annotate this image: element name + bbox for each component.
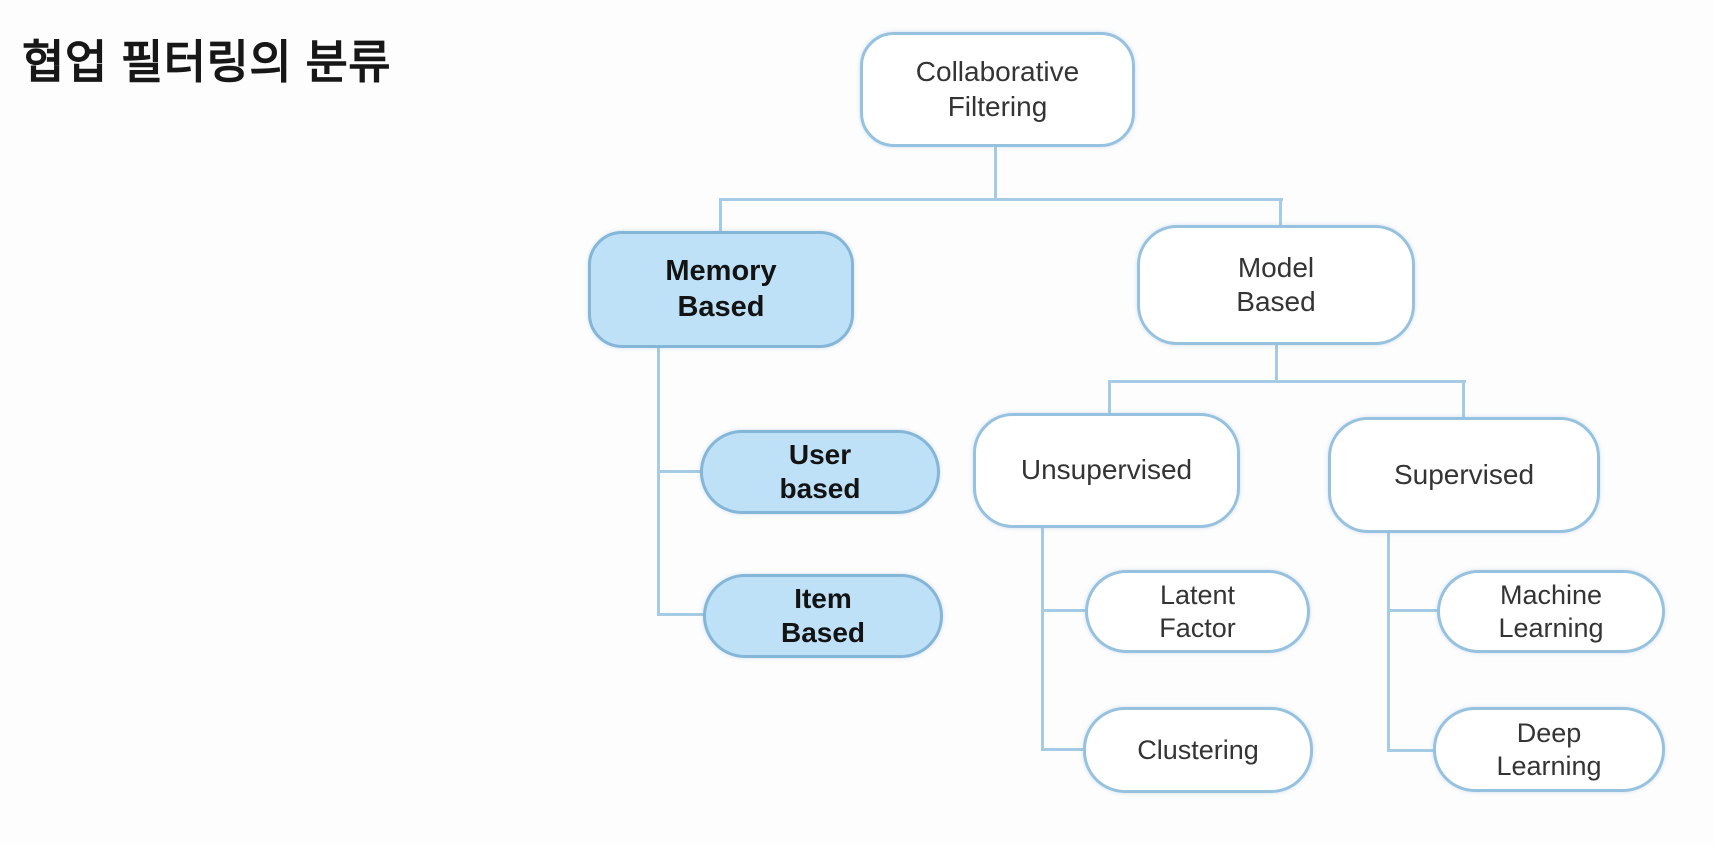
connector-line	[1387, 749, 1435, 752]
connector-line	[1108, 380, 1466, 383]
node-label: Memory Based	[665, 255, 777, 323]
connector-line	[1041, 748, 1085, 751]
connector-line	[1275, 344, 1278, 383]
node-unsupervised: Unsupervised	[973, 413, 1240, 528]
connector-line	[1108, 380, 1111, 415]
node-memory-based: Memory Based	[588, 231, 854, 348]
node-supervised: Supervised	[1328, 417, 1600, 533]
node-collaborative-filtering: Collaborative Filtering	[860, 32, 1135, 147]
connector-line	[719, 198, 722, 233]
node-label: User based	[779, 438, 861, 504]
node-machine-learning: Machine Learning	[1437, 570, 1665, 653]
connector-line	[657, 470, 702, 473]
node-clustering: Clustering	[1083, 707, 1313, 793]
node-label: Unsupervised	[1020, 454, 1193, 486]
connector-line	[657, 347, 660, 616]
node-deep-learning: Deep Learning	[1433, 707, 1665, 792]
connector-line	[1462, 380, 1465, 419]
node-label: Supervised	[1393, 458, 1535, 490]
connector-line	[1387, 609, 1439, 612]
connector-line	[994, 147, 997, 200]
page-title: 협업 필터링의 분류	[22, 36, 392, 88]
connector-line	[657, 613, 705, 616]
node-label: Latent Factor	[1159, 579, 1236, 643]
node-item-based: Item Based	[703, 574, 943, 658]
connector-line	[1387, 532, 1390, 752]
connector-line	[719, 198, 1283, 201]
node-label: Clustering	[1137, 734, 1259, 765]
node-label: Model Based	[1236, 251, 1316, 317]
node-label: Collaborative Filtering	[915, 56, 1080, 122]
node-model-based: Model Based	[1137, 225, 1415, 345]
node-label: Item Based	[780, 582, 866, 648]
node-label: Machine Learning	[1498, 579, 1604, 643]
connector-line	[1279, 198, 1282, 227]
node-user-based: User based	[700, 430, 940, 514]
node-label: Deep Learning	[1496, 717, 1602, 781]
node-latent-factor: Latent Factor	[1085, 570, 1310, 653]
connector-line	[1041, 609, 1087, 612]
connector-line	[1041, 527, 1044, 751]
